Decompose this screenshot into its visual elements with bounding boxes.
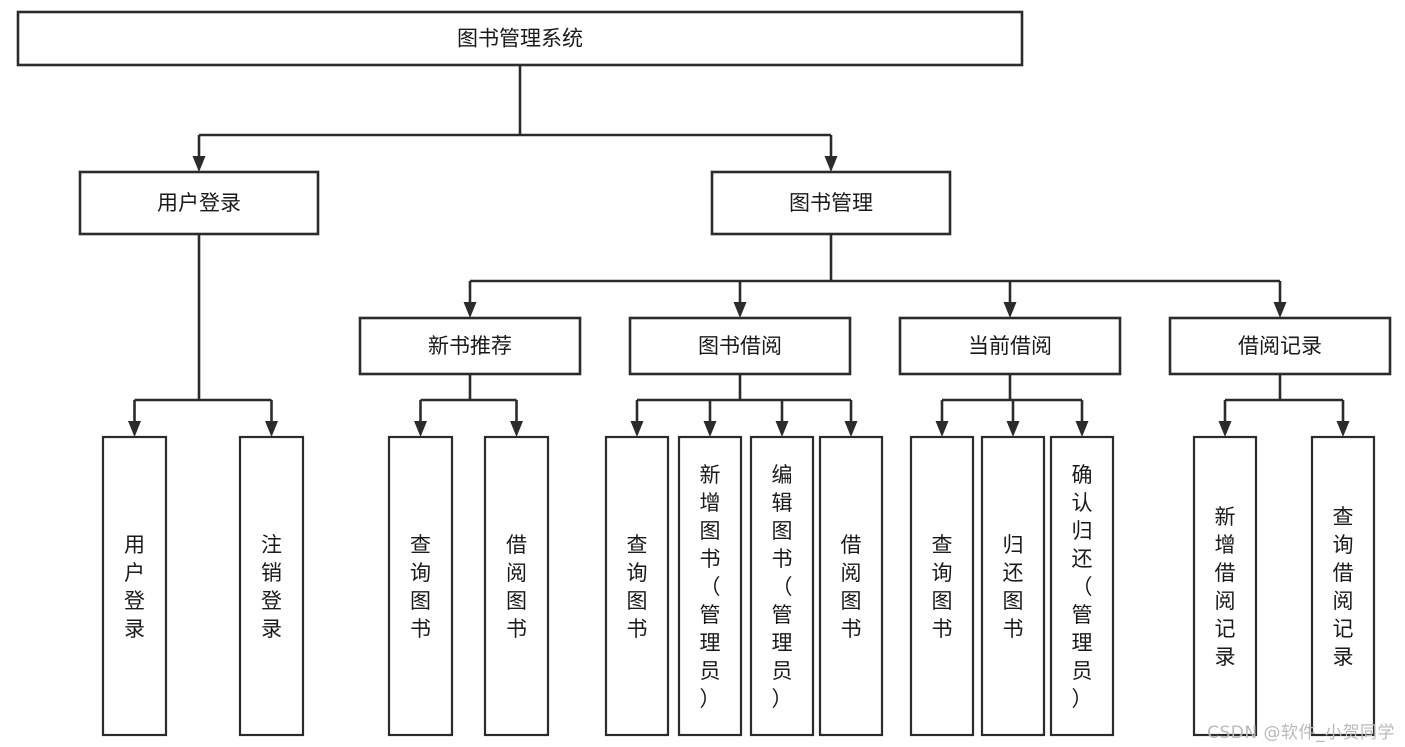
arrow-head-icon (192, 156, 206, 172)
arrow-head-icon (1273, 302, 1287, 318)
node-leaf-query-book-1[interactable]: 查询图书 (387, 435, 454, 737)
node-label: 用户登录 (157, 191, 241, 215)
node-box (604, 435, 670, 737)
arrow-head-icon (775, 421, 789, 437)
node-box (980, 435, 1046, 737)
node-book-manage[interactable]: 图书管理 (710, 170, 952, 236)
node-label: 查询图书 (932, 533, 953, 641)
node-box (1168, 316, 1392, 376)
node-leaf-query-book-2[interactable]: 查询图书 (604, 435, 670, 737)
arrow-head-icon (630, 421, 644, 437)
edge-group-borrow-record (1218, 374, 1350, 437)
node-new-book-recommend[interactable]: 新书推荐 (358, 316, 582, 376)
node-label: 查询借阅记录 (1333, 505, 1354, 669)
node-label: 查询图书 (410, 533, 431, 641)
arrow-head-icon (1075, 421, 1089, 437)
node-label: 新增借阅记录 (1215, 505, 1236, 669)
arrow-head-icon (844, 421, 858, 437)
node-leaf-add-record[interactable]: 新增借阅记录 (1192, 435, 1258, 737)
arrow-head-icon (935, 421, 949, 437)
node-box (628, 316, 852, 376)
node-leaf-confirm-return[interactable]: 确认归还（管理员） (1049, 435, 1115, 737)
edge-group-user-login (128, 234, 278, 437)
node-user-login[interactable]: 用户登录 (78, 170, 320, 236)
node-box (1192, 435, 1258, 737)
node-box (710, 170, 952, 236)
node-box (818, 435, 884, 737)
node-label: 新书推荐 (428, 334, 512, 358)
node-box (1310, 435, 1376, 737)
arrow-head-icon (510, 421, 523, 437)
node-box (387, 435, 454, 737)
edge-group-new-book-recommend (414, 374, 523, 437)
node-leaf-return-book[interactable]: 归还图书 (980, 435, 1046, 737)
node-label: 图书借阅 (698, 334, 782, 358)
node-label: 归还图书 (1003, 533, 1024, 641)
node-box (677, 435, 743, 737)
node-book-borrow[interactable]: 图书借阅 (628, 316, 852, 376)
edges-layer (128, 65, 1350, 437)
arrow-head-icon (703, 421, 717, 437)
arrow-head-icon (128, 421, 141, 437)
node-leaf-borrow-book-1[interactable]: 借阅图书 (483, 435, 550, 737)
node-label: 图书管理 (789, 191, 873, 215)
arrow-head-icon (1006, 421, 1020, 437)
node-leaf-edit-book[interactable]: 编辑图书（管理员） (749, 435, 815, 737)
arrow-head-icon (1336, 421, 1350, 437)
arrow-head-icon (733, 302, 747, 318)
arrow-head-icon (1218, 421, 1232, 437)
node-leaf-user-login[interactable]: 用户登录 (101, 435, 168, 737)
node-label: 注销登录 (261, 533, 282, 641)
node-leaf-query-book-3[interactable]: 查询图书 (909, 435, 975, 737)
node-box (483, 435, 550, 737)
node-box (16, 10, 1024, 67)
node-box (101, 435, 168, 737)
node-label: 当前借阅 (968, 334, 1052, 358)
edge-group-book-borrow (630, 374, 858, 437)
arrow-head-icon (1003, 302, 1017, 318)
nodes-layer: 图书管理系统用户登录图书管理新书推荐图书借阅当前借阅借阅记录用户登录注销登录查询… (16, 10, 1392, 737)
node-box (898, 316, 1122, 376)
node-label: 新增图书（管理员） (700, 463, 721, 711)
node-label: 编辑图书（管理员） (772, 463, 793, 711)
arrow-head-icon (463, 302, 477, 318)
node-label: 确认归还（管理员） (1072, 463, 1093, 711)
node-box (238, 435, 305, 737)
node-label: 图书管理系统 (457, 27, 583, 51)
node-current-borrow[interactable]: 当前借阅 (898, 316, 1122, 376)
watermark-text: CSDN @软件_小贺同学 (1207, 723, 1395, 743)
edge-group-current-borrow (935, 374, 1089, 437)
edge-group-root (192, 65, 838, 172)
node-box (1049, 435, 1115, 737)
node-label: 借阅记录 (1238, 334, 1322, 358)
edge-group-book-manage (463, 234, 1287, 318)
node-leaf-add-book[interactable]: 新增图书（管理员） (677, 435, 743, 737)
node-leaf-borrow-book-2[interactable]: 借阅图书 (818, 435, 884, 737)
arrow-head-icon (824, 156, 838, 172)
arrow-head-icon (265, 421, 278, 437)
node-root[interactable]: 图书管理系统 (16, 10, 1024, 67)
node-label: 借阅图书 (506, 533, 527, 641)
node-box (749, 435, 815, 737)
node-label: 借阅图书 (841, 533, 862, 641)
node-box (78, 170, 320, 236)
node-label: 查询图书 (627, 533, 648, 641)
node-leaf-logout[interactable]: 注销登录 (238, 435, 305, 737)
node-box (909, 435, 975, 737)
node-borrow-record[interactable]: 借阅记录 (1168, 316, 1392, 376)
node-leaf-query-record[interactable]: 查询借阅记录 (1310, 435, 1376, 737)
arrow-head-icon (414, 421, 427, 437)
node-label: 用户登录 (124, 533, 145, 641)
node-box (358, 316, 582, 376)
